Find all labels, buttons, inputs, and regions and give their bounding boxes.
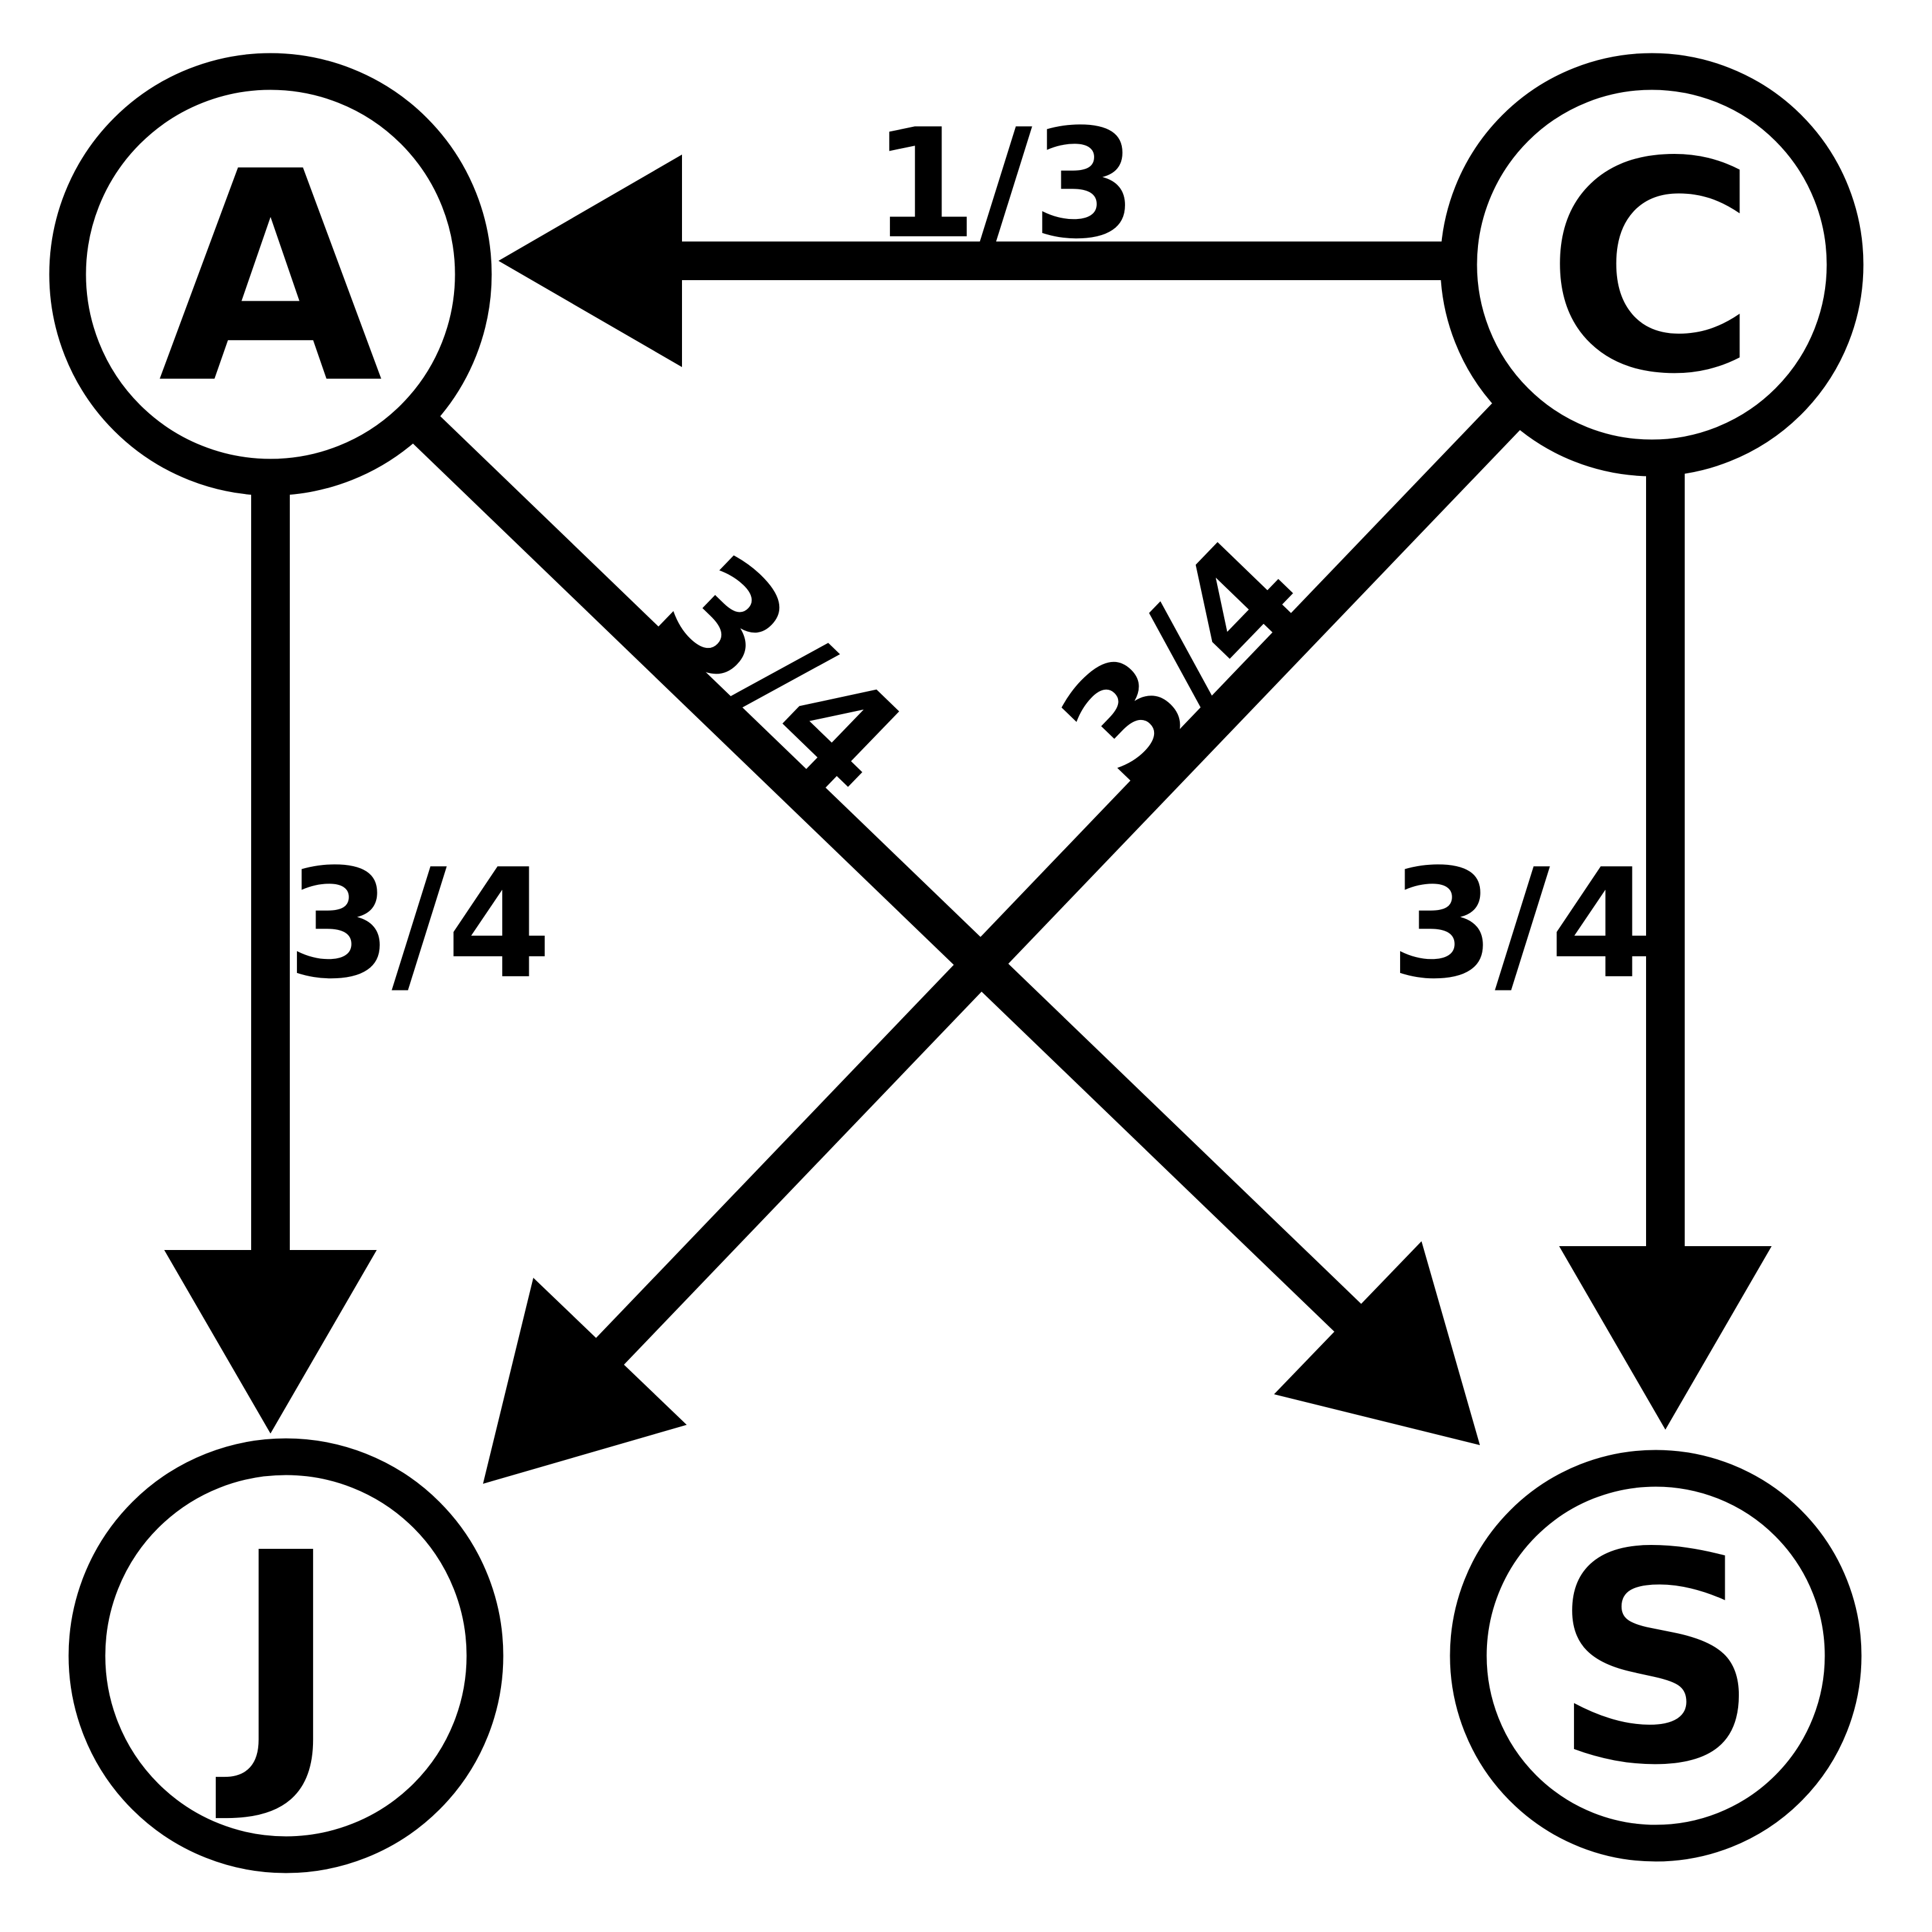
node-J-circle	[68, 1438, 504, 1873]
node-S-circle	[1450, 1450, 1862, 1862]
edge-C-A-arrowhead-icon	[498, 155, 682, 367]
edge-A-J-label: 3/4	[287, 837, 551, 1012]
node-C-label: C	[1546, 100, 1758, 438]
edge-A-S-line	[396, 399, 1388, 1358]
edge-A-S-arrowhead-icon	[1274, 1241, 1480, 1445]
edge-A-S-label: 3/4	[623, 522, 936, 832]
edge-C-S-label: 3/4	[1390, 837, 1654, 1012]
node-A-label: A	[158, 110, 385, 448]
edge-C-S-arrowhead-icon	[1559, 1246, 1772, 1430]
edge-C-J-line	[571, 394, 1529, 1392]
node-A-circle	[49, 53, 492, 496]
edge-A-J-arrowhead-icon	[164, 1250, 377, 1434]
node-J-label: J	[214, 1492, 340, 1829]
edge-C-J-arrowhead-icon	[483, 1278, 687, 1484]
edge-C-J-label: 3/4	[1028, 506, 1338, 818]
node-S-label: S	[1551, 1492, 1760, 1829]
edge-C-A-label: 1/3	[872, 97, 1137, 272]
node-C-circle	[1440, 53, 1864, 477]
